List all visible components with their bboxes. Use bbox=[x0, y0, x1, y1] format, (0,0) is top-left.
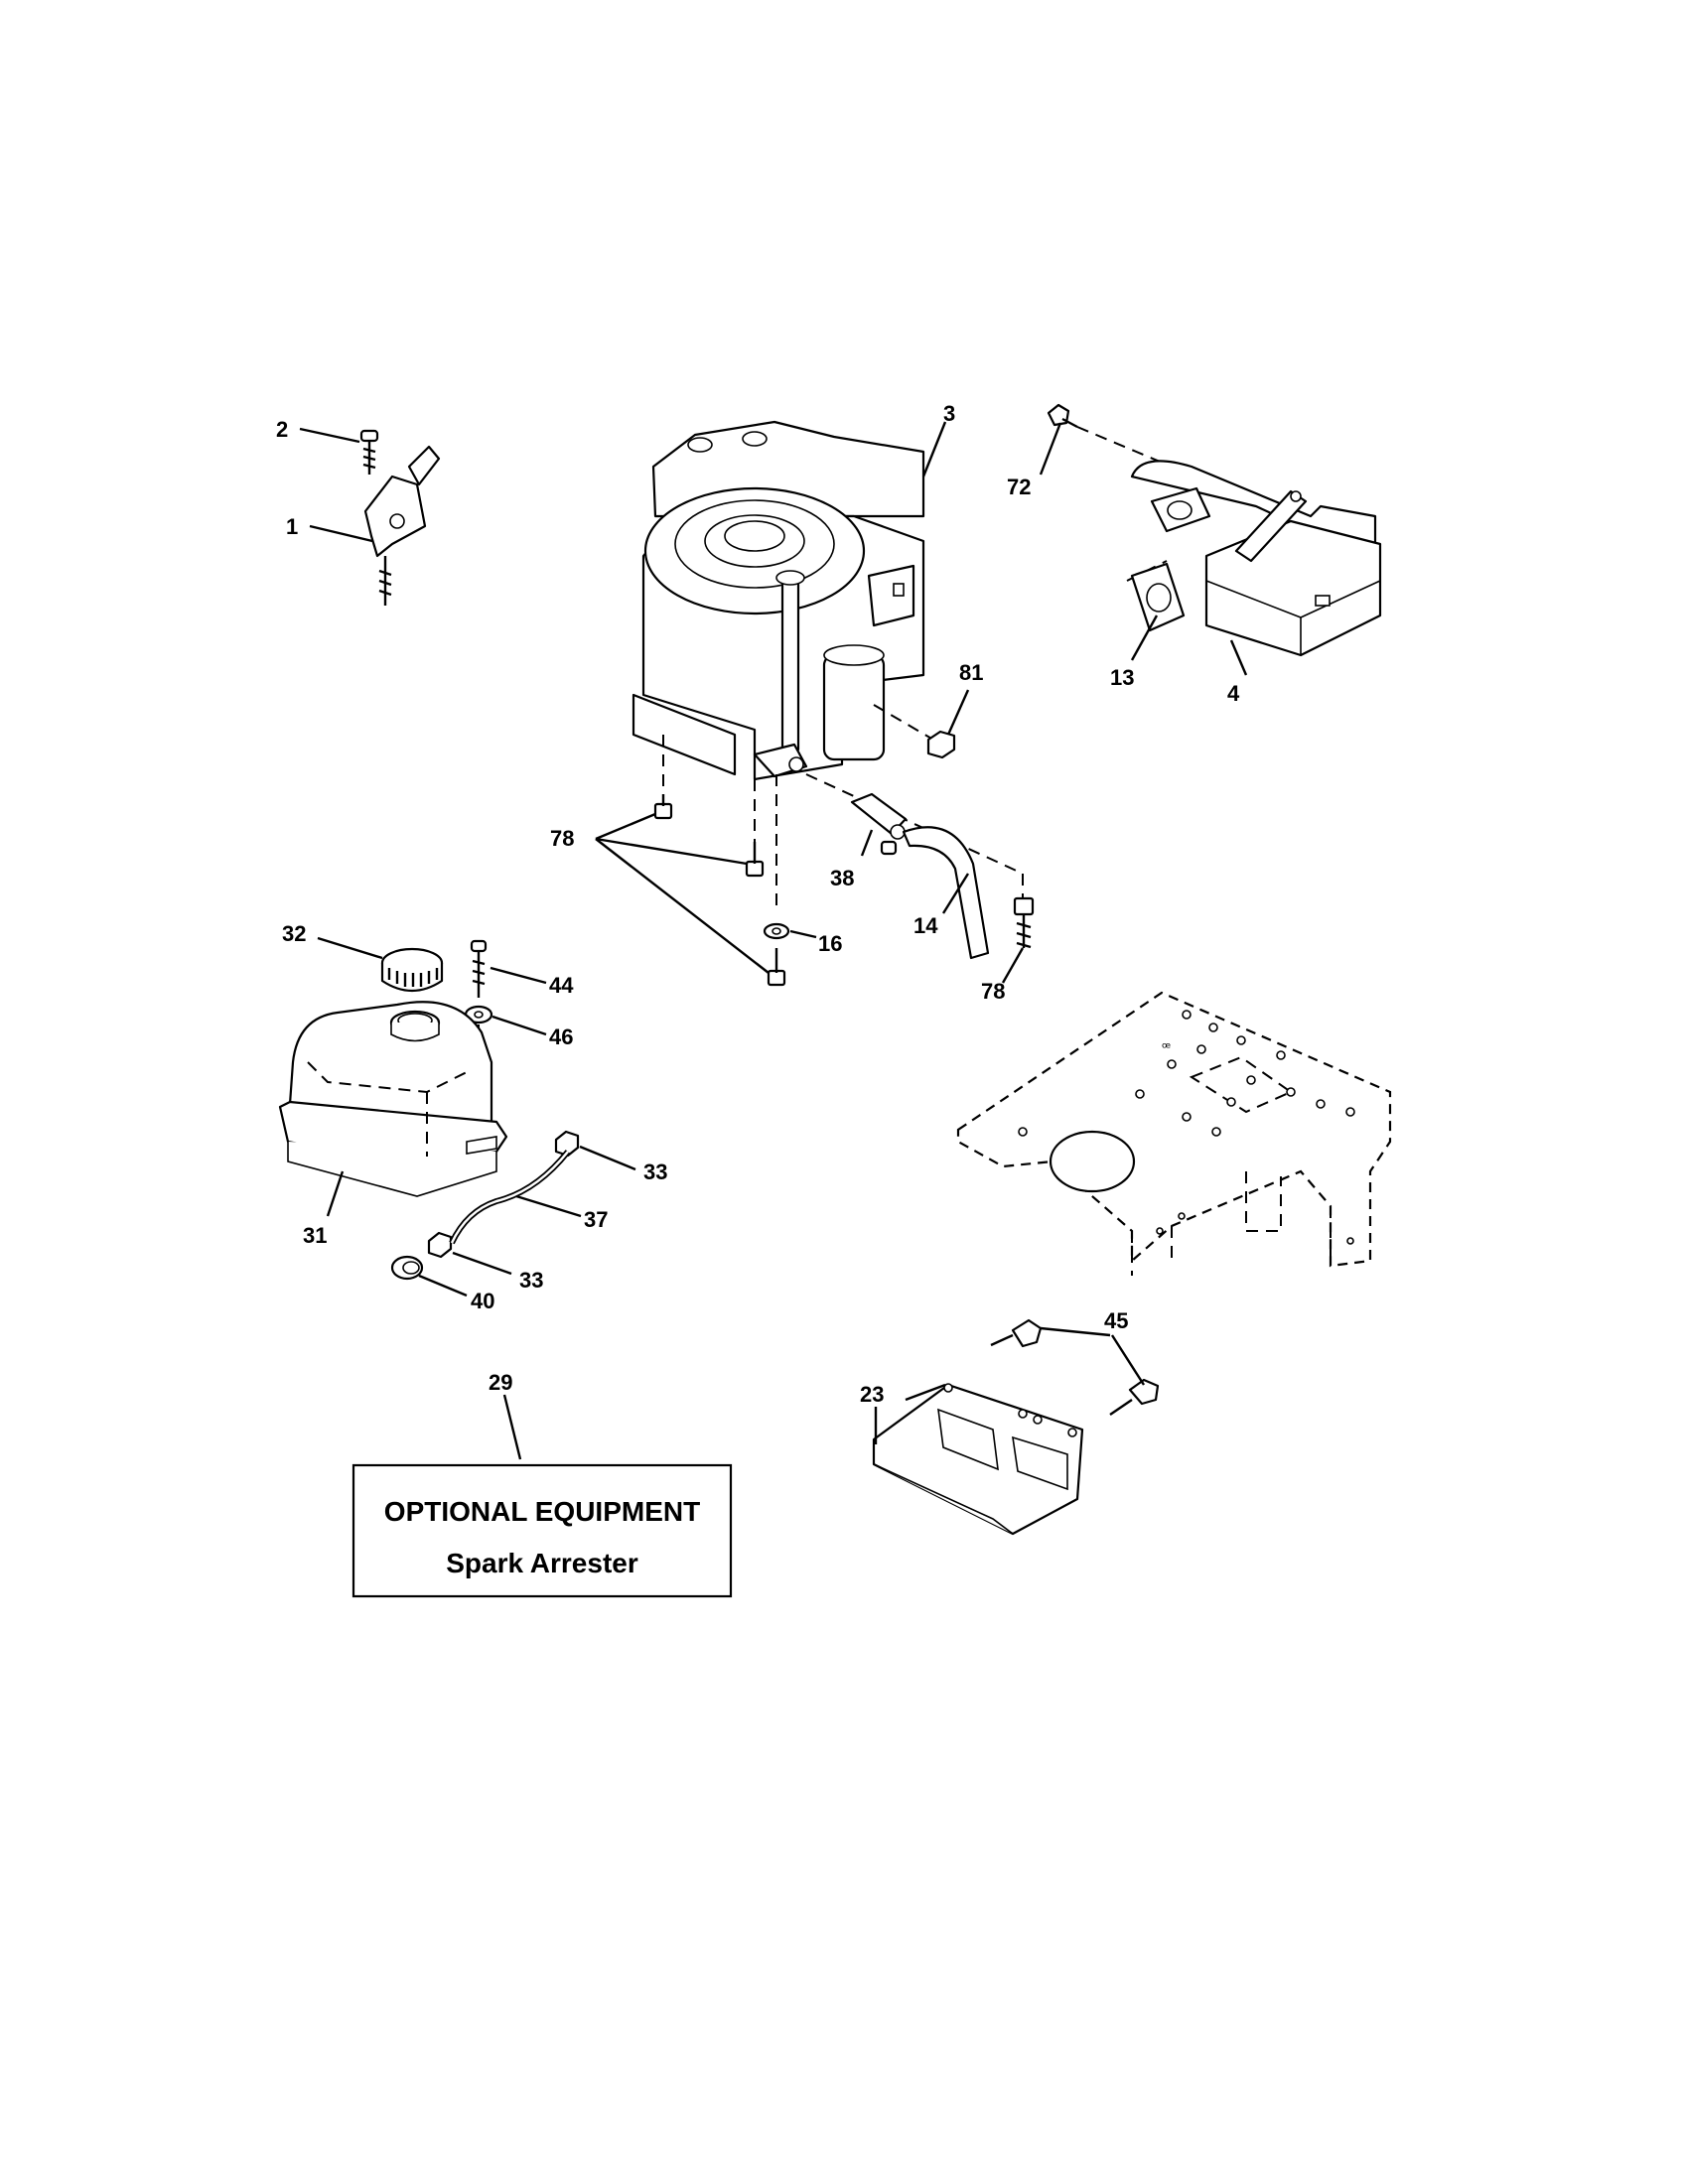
bolt-part-78-c bbox=[767, 948, 786, 987]
clamp-part-33-a bbox=[554, 1130, 580, 1158]
callout-33-bottom: 33 bbox=[519, 1268, 543, 1293]
callout-72: 72 bbox=[1007, 475, 1031, 499]
callout-40: 40 bbox=[471, 1289, 494, 1313]
callout-31: 31 bbox=[303, 1223, 327, 1248]
screw-part-72 bbox=[1047, 403, 1078, 429]
bolt-part-78-b bbox=[745, 842, 765, 878]
callout-45: 45 bbox=[1104, 1308, 1128, 1333]
bolt-part-78-a bbox=[653, 794, 673, 820]
muffler-part-4 bbox=[1130, 460, 1382, 657]
nut-part-81 bbox=[926, 730, 956, 759]
callout-29: 29 bbox=[489, 1370, 512, 1395]
drain-hose-part-14 bbox=[902, 826, 990, 960]
callout-44: 44 bbox=[549, 973, 574, 998]
callout-2: 2 bbox=[276, 417, 288, 442]
engine-part-3 bbox=[632, 420, 925, 781]
gasket-flange bbox=[1150, 486, 1211, 533]
bolt-part-45-b bbox=[1109, 1378, 1160, 1416]
callout-33-top: 33 bbox=[643, 1160, 667, 1184]
drain-valve-part-38 bbox=[850, 792, 908, 856]
callout-78-right: 78 bbox=[981, 979, 1005, 1004]
shield-part-23 bbox=[872, 1383, 1084, 1536]
callout-23: 23 bbox=[860, 1382, 884, 1407]
callout-46: 46 bbox=[549, 1024, 573, 1049]
callout-3: 3 bbox=[943, 401, 955, 426]
callout-38: 38 bbox=[830, 866, 854, 890]
bolt-part-45-a bbox=[990, 1318, 1043, 1348]
callout-16: 16 bbox=[818, 931, 842, 956]
screw-part-44 bbox=[470, 939, 488, 998]
optional-equipment-box: OPTIONAL EQUIPMENT Spark Arrester bbox=[351, 1463, 733, 1598]
bolt-part-78-d bbox=[1013, 896, 1035, 949]
clamp-part-33-b bbox=[427, 1231, 453, 1259]
throttle-control-bracket bbox=[363, 445, 441, 606]
spark-arrester-label: Spark Arrester bbox=[446, 1548, 638, 1578]
frame-fasteners: ꟹ bbox=[1162, 1039, 1171, 1055]
optional-equipment-title: OPTIONAL EQUIPMENT bbox=[384, 1496, 700, 1527]
gasket-part-13 bbox=[1130, 562, 1186, 632]
callout-37: 37 bbox=[584, 1207, 608, 1232]
callout-81: 81 bbox=[959, 660, 983, 685]
callout-1: 1 bbox=[286, 514, 298, 539]
callout-13: 13 bbox=[1110, 665, 1134, 690]
washer-part-16 bbox=[763, 922, 790, 940]
screw-part-2 bbox=[359, 429, 379, 475]
grommet-part-40 bbox=[390, 1255, 424, 1281]
tractor-frame: ꟹ bbox=[956, 991, 1392, 1276]
fuel-line-part-37 bbox=[449, 1150, 571, 1245]
callout-78-left: 78 bbox=[550, 826, 574, 851]
callout-4: 4 bbox=[1227, 681, 1240, 706]
svg-text:ꟹ: ꟹ bbox=[1162, 1039, 1171, 1055]
callout-32: 32 bbox=[282, 921, 306, 946]
fuel-tank-part-31 bbox=[278, 1001, 508, 1197]
fuel-cap-part-32 bbox=[380, 947, 444, 992]
callout-14: 14 bbox=[913, 913, 938, 938]
